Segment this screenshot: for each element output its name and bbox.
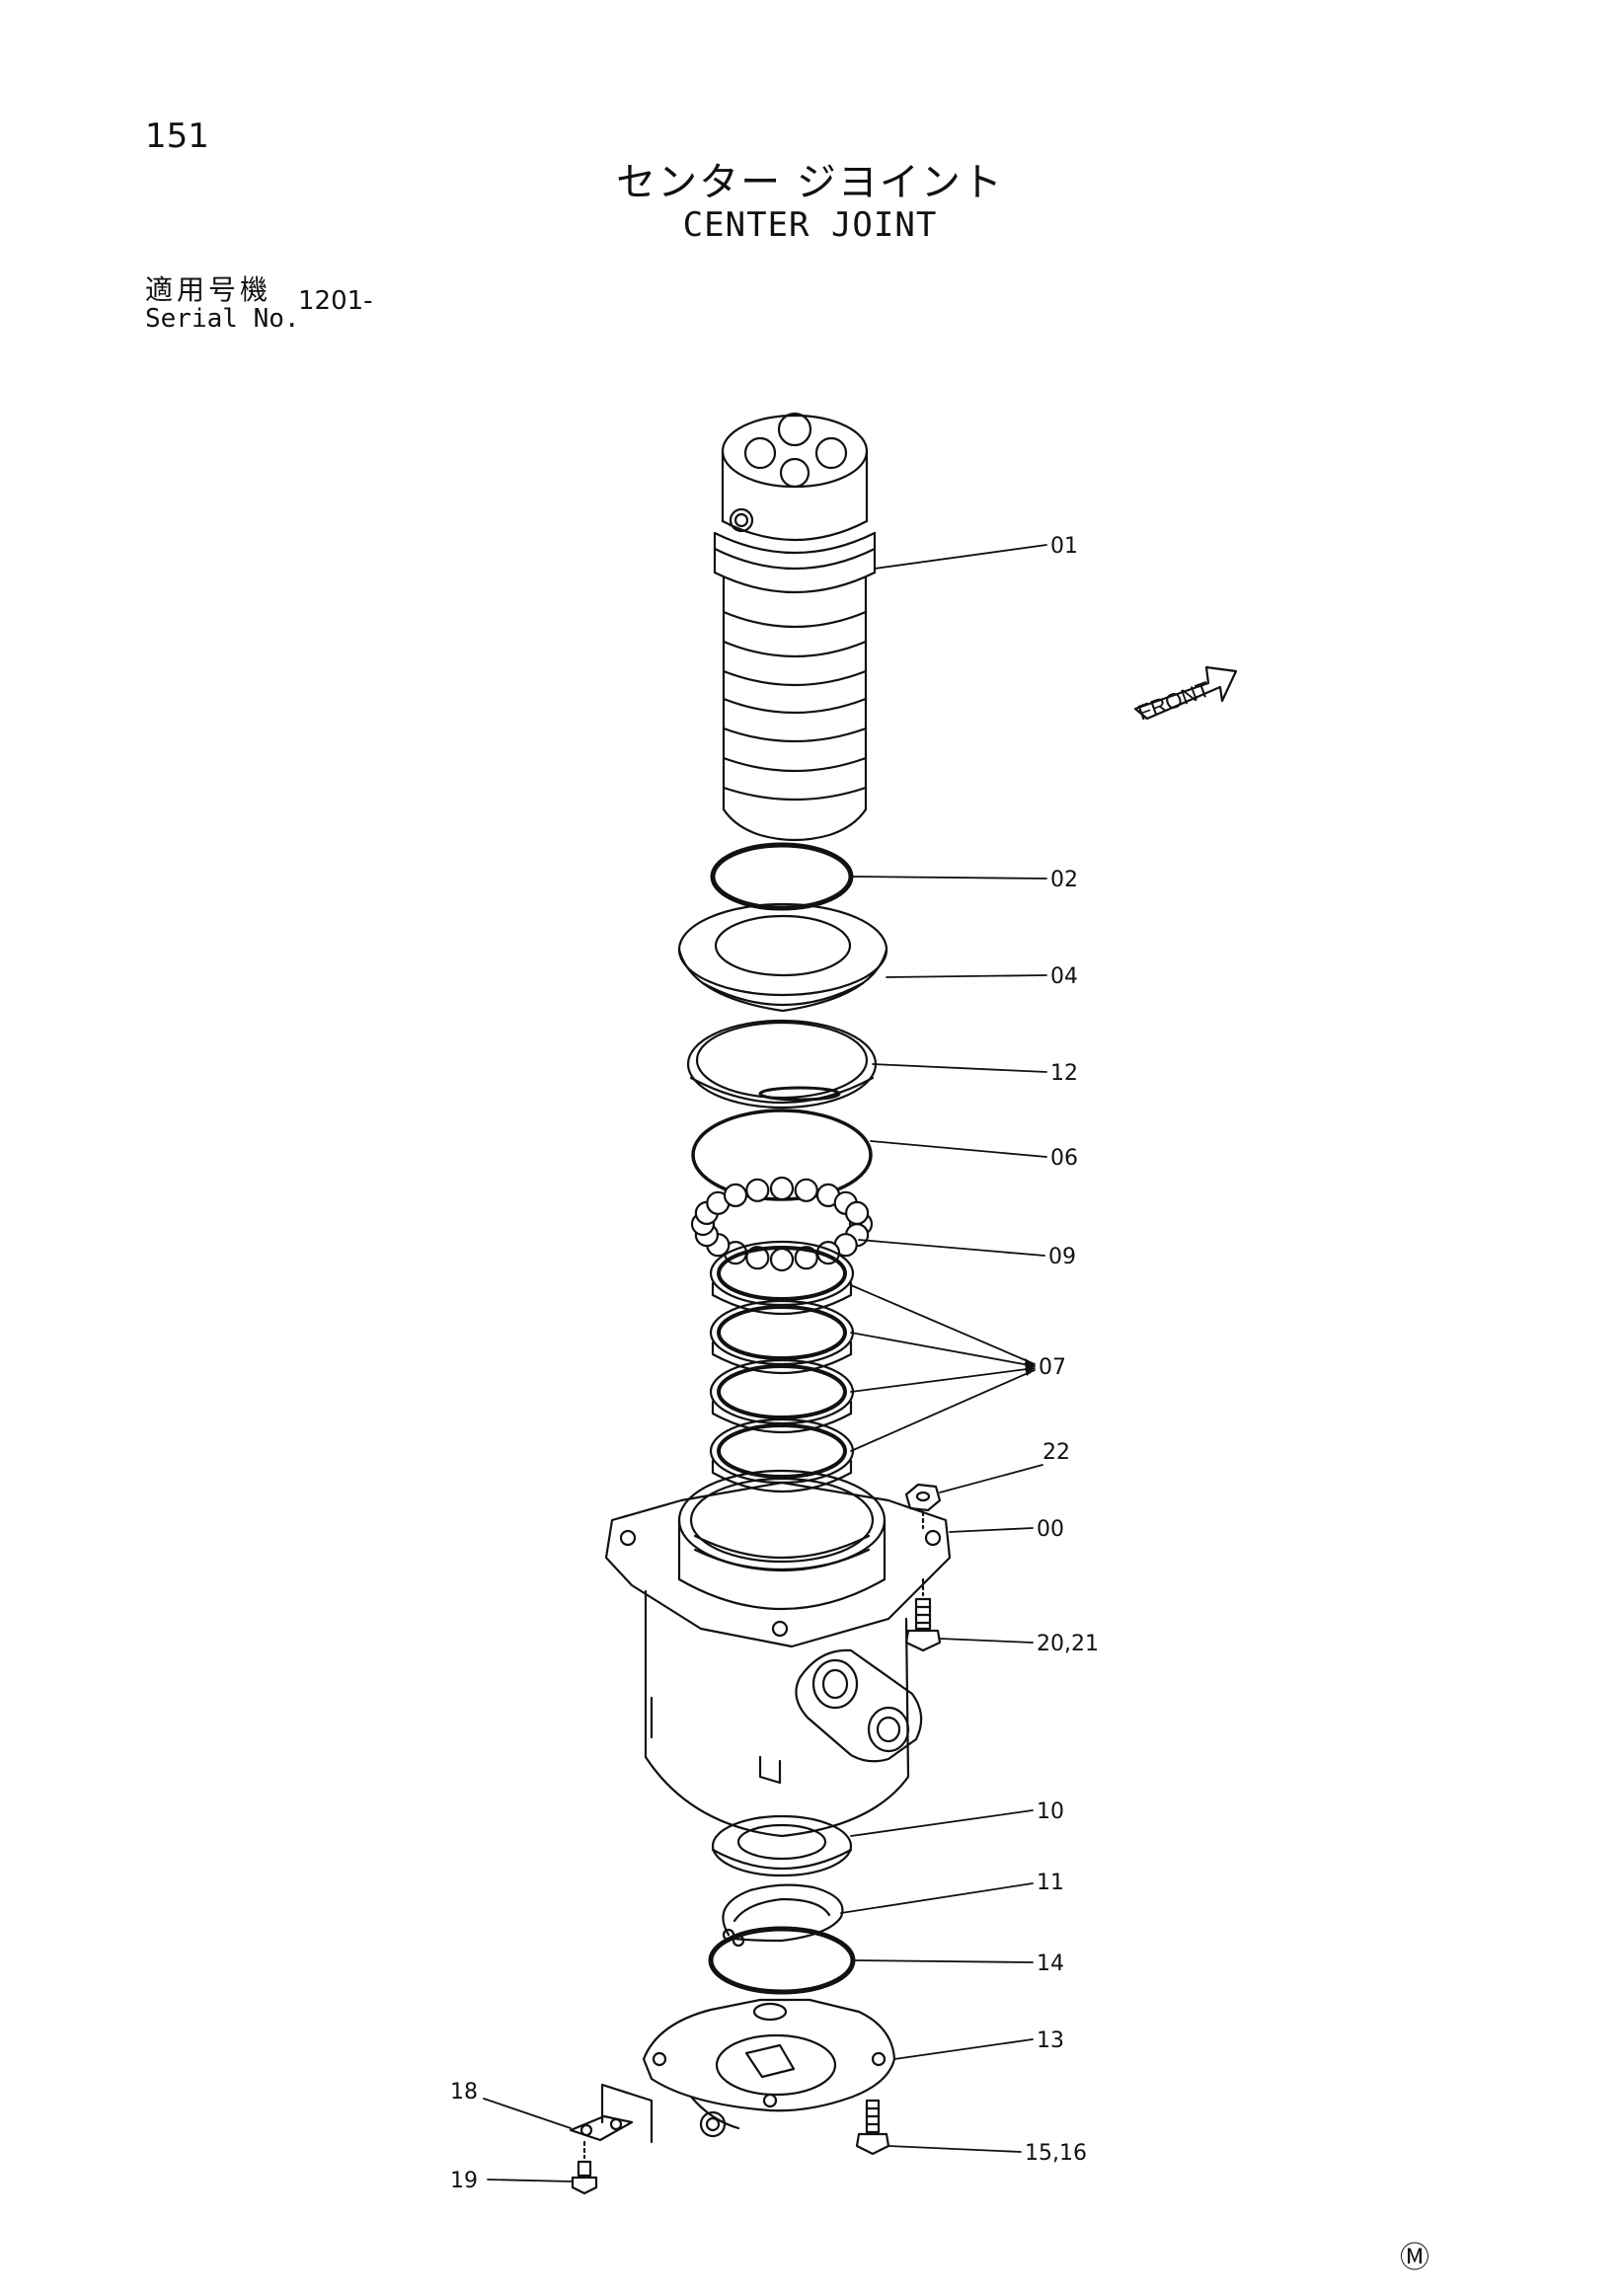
callout-12: 12 <box>1050 1061 1078 1086</box>
callout-07: 07 <box>1039 1355 1066 1380</box>
callout-06: 06 <box>1050 1146 1078 1171</box>
callout-18: 18 <box>450 2080 478 2105</box>
callout-01: 01 <box>1050 534 1078 559</box>
part-22-nut <box>904 1483 942 1530</box>
serial-label-english: Serial No. <box>145 304 300 334</box>
callout-00: 00 <box>1037 1517 1064 1542</box>
title-japanese: センター ジヨイント <box>616 160 1004 205</box>
part-04-cover <box>677 902 888 1013</box>
part-19-bolt <box>571 2140 598 2195</box>
callout-14: 14 <box>1037 1952 1064 1976</box>
callout-labels: 01 02 04 12 06 09 07 22 00 20,21 10 11 1… <box>450 534 1099 2193</box>
steel-ball <box>769 1176 795 1201</box>
callout-20-21: 20,21 <box>1037 1632 1099 1656</box>
steel-ball <box>844 1200 870 1226</box>
part-15-16-bolts <box>855 2099 890 2156</box>
callout-02: 02 <box>1050 868 1078 892</box>
part-09-ball-ring <box>690 1176 874 1272</box>
callout-04: 04 <box>1050 964 1078 989</box>
part-13-cover <box>642 1998 896 2138</box>
title-english: CENTER JOINT <box>682 205 938 245</box>
part-02-o-ring <box>710 842 854 911</box>
callout-13: 13 <box>1037 2028 1064 2053</box>
part-10-thrust-plate <box>711 1814 853 1877</box>
callout-11: 11 <box>1037 1871 1064 1895</box>
serial-label-japanese: 適用号機 <box>145 273 272 306</box>
front-direction-arrow: FRONT <box>1133 665 1238 726</box>
steel-ball <box>745 1178 770 1202</box>
part-00-body <box>604 1469 952 1838</box>
part-20-21-bolt <box>904 1577 942 1652</box>
serial-value: 1201- <box>298 286 373 316</box>
steel-ball <box>769 1247 795 1272</box>
leader-lines <box>483 544 1047 2182</box>
callout-10: 10 <box>1037 1799 1064 1824</box>
steel-ball <box>794 1178 818 1202</box>
leader-arrowheads <box>1025 1358 1035 1376</box>
page-number: 151 <box>145 116 209 156</box>
callout-09: 09 <box>1048 1245 1076 1269</box>
callout-19: 19 <box>450 2169 478 2193</box>
part-12-seal-ring <box>686 1019 878 1110</box>
part-07-seal-rings <box>709 1240 855 1492</box>
part-18-bracket <box>569 2083 654 2144</box>
steel-ball <box>723 1183 748 1208</box>
callout-22: 22 <box>1042 1440 1070 1465</box>
front-label: FRONT <box>1134 676 1213 725</box>
part-14-o-ring <box>708 1926 856 1995</box>
callout-15-16: 15,16 <box>1025 2141 1087 2166</box>
maker-mark: Ⓜ <box>1400 2241 1429 2275</box>
part-01-spindle <box>713 412 877 842</box>
